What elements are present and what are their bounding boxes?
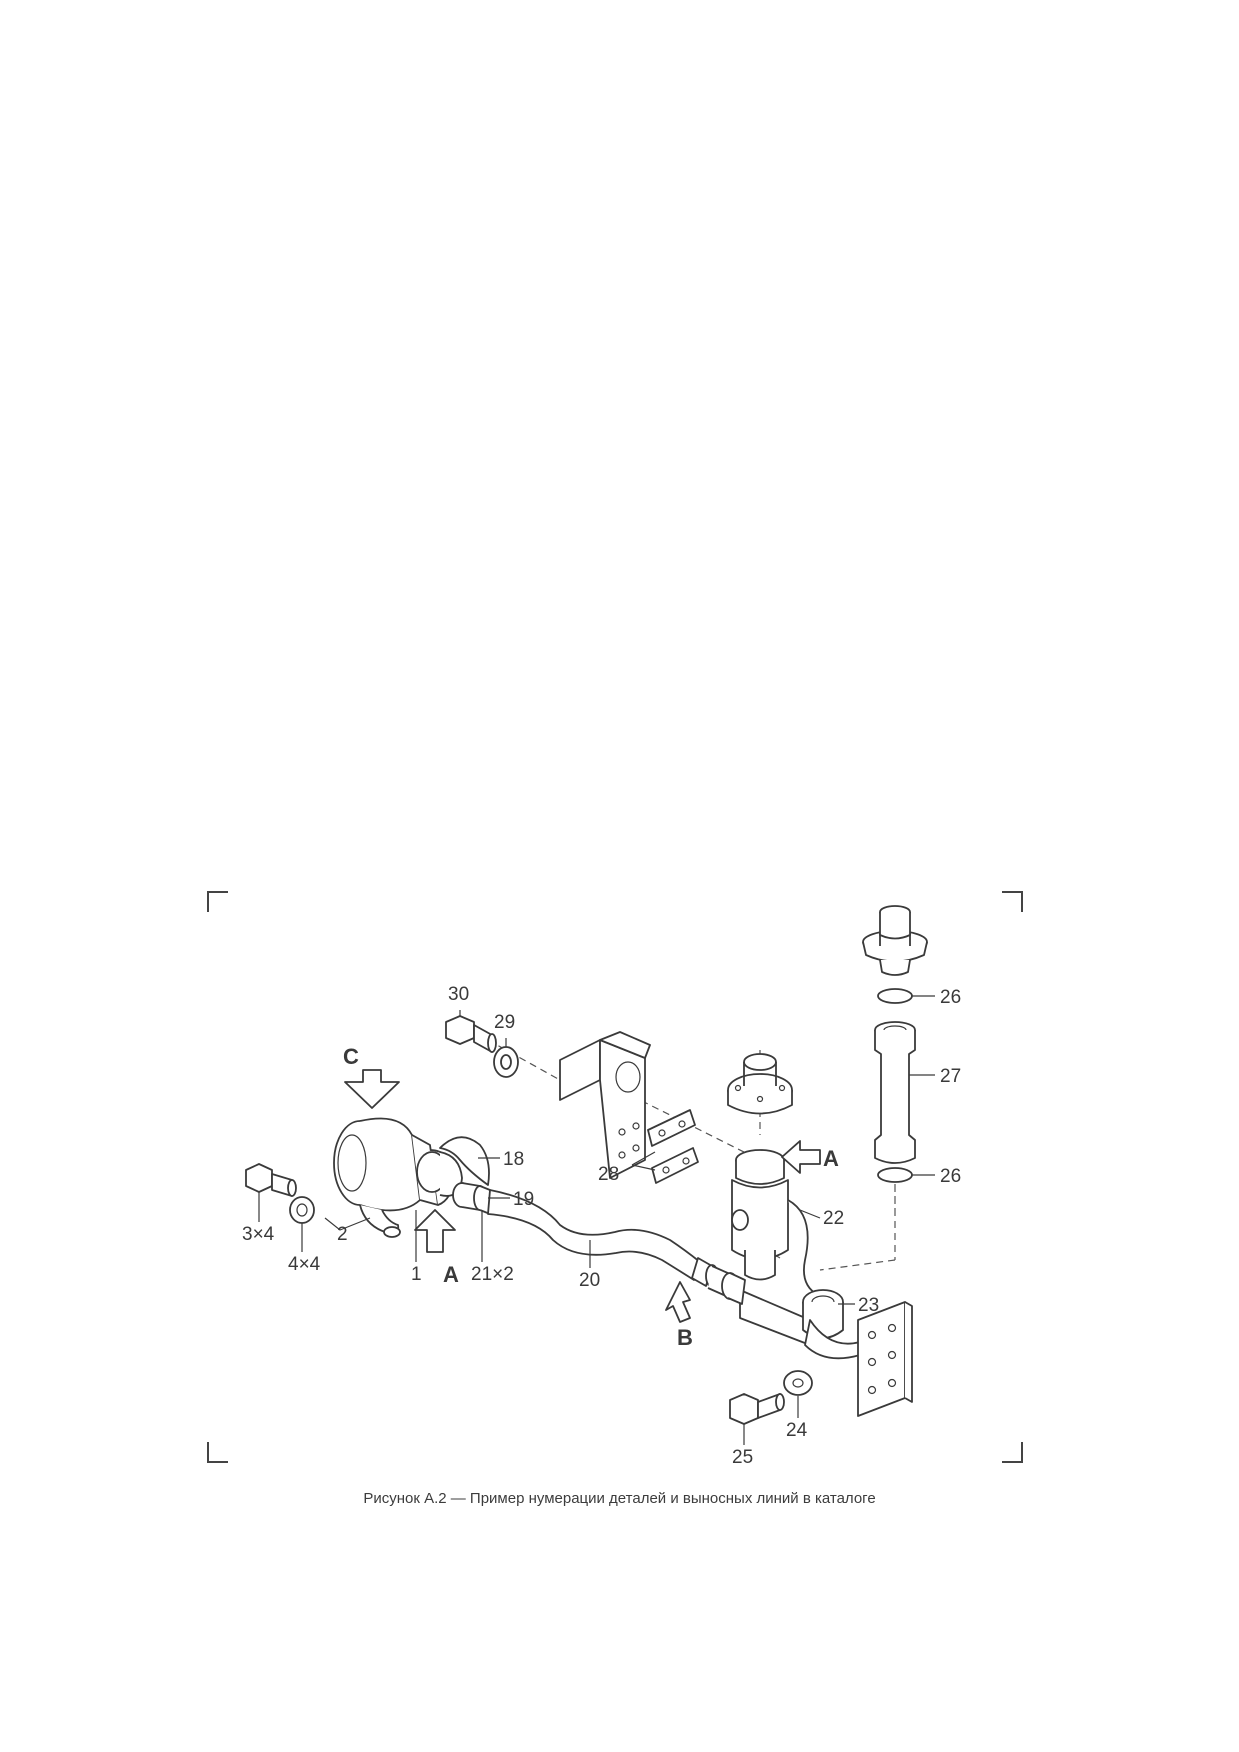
filter-body-1 [333,1117,463,1212]
valve-body-22 [731,1149,819,1296]
callout-19: 19 [513,1189,534,1210]
callout-26-lower: 26 [940,1166,961,1187]
callout-28: 28 [598,1164,619,1185]
pipe-spacer-27 [874,1021,916,1164]
callout-29: 29 [494,1012,515,1033]
o-ring-26-upper [877,988,913,1004]
gasket-18 [439,1136,490,1186]
callout-21x2: 21×2 [471,1264,514,1285]
washer-4 [289,1196,315,1224]
view-label-c: C [343,1044,359,1069]
connector-19 [452,1182,491,1215]
callout-2: 2 [337,1224,348,1245]
callout-3x4: 3×4 [242,1224,275,1245]
view-arrow-a-bottom [414,1209,456,1253]
callout-22: 22 [823,1208,844,1229]
bolt-30 [445,1015,497,1053]
tee-fitting-23 [739,1289,861,1360]
crop-marks [207,891,1023,1463]
figure-caption: Рисунок А.2 — Пример нумерации деталей и… [363,1490,876,1507]
view-arrow-a-right [781,1140,821,1174]
view-label-b: B [677,1325,693,1350]
callout-25: 25 [732,1447,753,1468]
o-ring-26-lower [877,1167,913,1183]
mounting-bracket [559,1031,651,1179]
wall-plate [857,1301,913,1417]
callout-1: 1 [411,1264,422,1285]
view-arrow-c [344,1069,400,1109]
view-arrow-b [665,1281,691,1323]
view-label-a-bottom: A [443,1262,459,1287]
callout-4x4: 4×4 [288,1254,321,1275]
view-label-a-right: A [823,1146,839,1171]
hose-fitting-21 [691,1257,746,1305]
top-coupling [862,905,928,976]
callout-23: 23 [858,1295,879,1316]
bolt-3 [245,1163,297,1197]
valve-flange [727,1053,793,1115]
callout-27: 27 [940,1066,961,1087]
clamp-plates-28 [647,1109,699,1184]
washer-24 [783,1370,813,1396]
callout-20: 20 [579,1270,600,1291]
callout-18: 18 [503,1149,524,1170]
callout-24: 24 [786,1420,808,1441]
callout-26-upper: 26 [940,987,961,1008]
clamp-2 [359,1204,401,1238]
leader-lines [258,995,935,1445]
washer-29 [493,1046,519,1078]
bolt-25 [729,1393,785,1425]
callout-30: 30 [448,984,469,1005]
